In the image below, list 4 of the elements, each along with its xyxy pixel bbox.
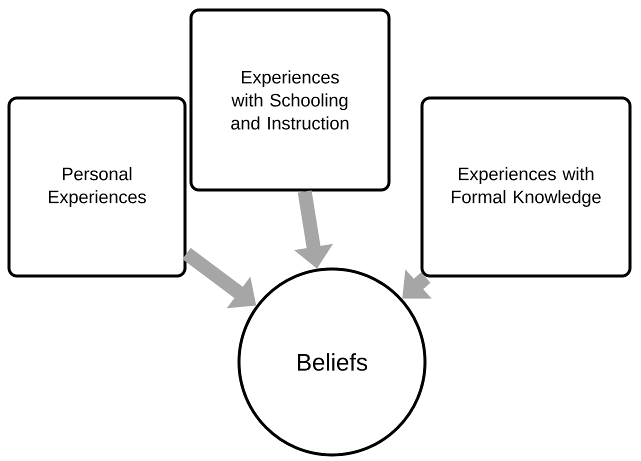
rounded-box: Personal Experiences [8, 96, 186, 278]
circle-node: Beliefs [238, 268, 426, 456]
rounded-box: Experiences with Schooling and Instruction [190, 8, 390, 192]
rounded-box: Experiences with Formal Knowledge [420, 96, 632, 278]
